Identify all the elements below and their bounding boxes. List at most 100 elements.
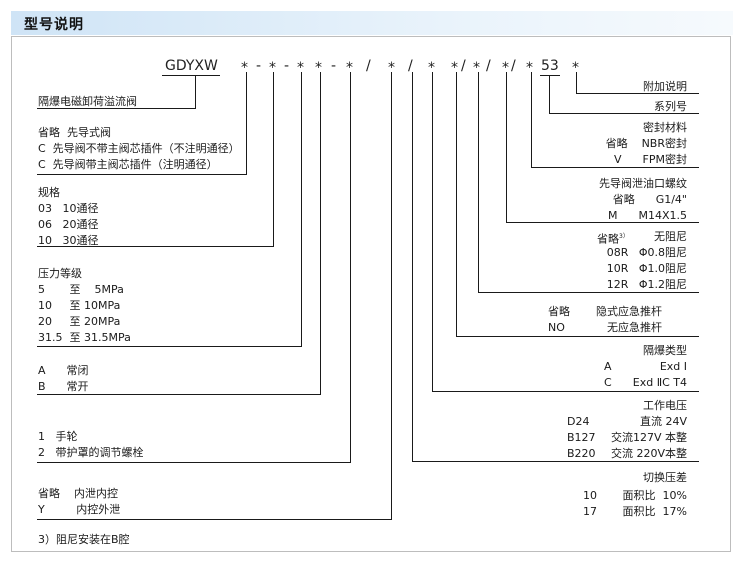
code-field-5: * — [346, 60, 353, 76]
pressure-title: 压力等级 — [38, 267, 82, 280]
product-name: 隔爆电磁卸荷溢流阀 — [38, 95, 137, 108]
thread-title: 先导阀泄油口螺纹 — [599, 177, 687, 190]
adjust-option: 2 带护罩的调节螺栓 — [38, 446, 144, 459]
connector-line — [37, 174, 247, 175]
diff-code: 10 — [583, 489, 597, 502]
connector-line — [37, 519, 392, 520]
spec-option: 06 20通径 — [38, 218, 99, 231]
code-dash: - — [284, 58, 290, 74]
thread-option: 省略 G1/4" — [612, 193, 687, 206]
mode-option: B 常开 — [38, 380, 89, 393]
voltage-desc: 交流 220V本整 — [610, 447, 687, 460]
section-header-bar — [11, 11, 733, 35]
code-field-10: * — [502, 60, 509, 76]
voltage-title: 工作电压 — [643, 399, 687, 412]
code-slash: / — [366, 58, 371, 74]
connector-line — [391, 72, 392, 520]
damping-none: 无阻尼 — [654, 230, 687, 243]
emergency-code: 省略 — [548, 305, 570, 318]
damping-omit: 省略3） — [597, 232, 629, 246]
pressure-option: 10 至 10MPa — [38, 299, 121, 312]
connector-line — [576, 93, 699, 94]
code-slash: / — [408, 58, 413, 74]
footnote: 3）阻尼安装在B腔 — [38, 533, 130, 546]
connector-line — [506, 222, 699, 223]
spec-option: 10 30通径 — [38, 234, 99, 247]
voltage-code: B127 — [567, 431, 596, 444]
connector-line — [320, 72, 321, 395]
pressure-option: 31.5 至 31.5MPa — [38, 331, 131, 344]
connector-line — [432, 391, 699, 392]
ex-title: 隔爆类型 — [643, 344, 687, 357]
drain-option: Y 内控外泄 — [38, 503, 121, 516]
voltage-desc: 直流 24V — [639, 415, 687, 428]
code-slash: / — [486, 58, 491, 74]
connector-line — [37, 346, 302, 347]
code-field-4: * — [315, 60, 322, 76]
emergency-code: NO — [548, 321, 565, 334]
connector-line — [432, 72, 433, 392]
mode-option: A 常闭 — [38, 364, 89, 377]
pilot-option: C 先导阀不带主阀芯插件（不注明通径） — [38, 142, 240, 155]
code-field-11: * — [526, 60, 533, 76]
connector-line — [531, 167, 699, 168]
connector-line — [301, 72, 302, 347]
connector-line — [273, 72, 274, 247]
code-field-1: * — [241, 60, 248, 76]
pilot-option: 省略 先导式阀 — [38, 126, 111, 139]
diff-title: 切换压差 — [643, 471, 687, 484]
connector-line — [531, 72, 532, 168]
voltage-desc: 交流127V 本整 — [610, 431, 687, 444]
drain-option: 省略 内泄内控 — [38, 487, 118, 500]
series-number: 53 — [541, 58, 559, 74]
damping-option: 08R Φ0.8阻尼 — [606, 246, 687, 259]
code-field-2: * — [269, 60, 276, 76]
connector-line — [456, 336, 699, 337]
damping-option: 10R Φ1.0阻尼 — [606, 262, 687, 275]
series-label: 系列号 — [654, 100, 687, 113]
ex-desc: Exd ⅡC T4 — [632, 376, 687, 389]
connector-line — [37, 462, 351, 463]
connector-line — [37, 108, 196, 109]
voltage-code: B220 — [567, 447, 596, 460]
connector-line — [456, 72, 457, 337]
code-field-6: * — [388, 60, 395, 76]
connector-line — [195, 76, 196, 109]
diff-code: 17 — [583, 505, 597, 518]
spec-title: 规格 — [38, 186, 60, 199]
voltage-code: D24 — [567, 415, 590, 428]
adjust-option: 1 手轮 — [38, 430, 78, 443]
damping-option: 12R Φ1.2阻尼 — [606, 278, 687, 291]
code-field-7: * — [428, 60, 435, 76]
pressure-option: 5 至 5MPa — [38, 283, 124, 296]
extra-note-label: 附加说明 — [643, 80, 687, 93]
connector-line — [549, 113, 699, 114]
connector-line — [478, 292, 699, 293]
ex-desc: Exd Ⅰ — [659, 360, 687, 373]
connector-line — [412, 72, 413, 462]
diff-desc: 面积比 10% — [622, 489, 687, 502]
seal-option: V FPM密封 — [614, 153, 687, 166]
spec-option: 03 10通径 — [38, 202, 99, 215]
connector-line — [412, 461, 699, 462]
emergency-desc: 隐式应急推杆 — [596, 305, 662, 318]
ex-code: C — [604, 376, 612, 389]
ex-code: A — [604, 360, 612, 373]
code-slash: / — [511, 58, 516, 74]
code-field-9: * — [473, 60, 480, 76]
seal-option: 省略 NBR密封 — [605, 137, 687, 150]
pilot-option: C 先导阀带主阀芯插件（注明通径） — [38, 158, 218, 171]
series-underline — [540, 75, 560, 76]
connector-line — [246, 72, 247, 175]
code-field-8: * — [451, 60, 458, 76]
emergency-desc: 无应急推杆 — [607, 321, 662, 334]
model-name: GDYXW — [165, 58, 218, 74]
diff-desc: 面积比 17% — [622, 505, 687, 518]
connector-line — [350, 72, 351, 463]
code-dash: - — [256, 58, 262, 74]
section-title: 型号说明 — [24, 17, 84, 33]
connector-line — [506, 72, 507, 223]
seal-title: 密封材料 — [643, 121, 687, 134]
connector-line — [37, 394, 321, 395]
thread-option: M M14X1.5 — [608, 209, 687, 222]
